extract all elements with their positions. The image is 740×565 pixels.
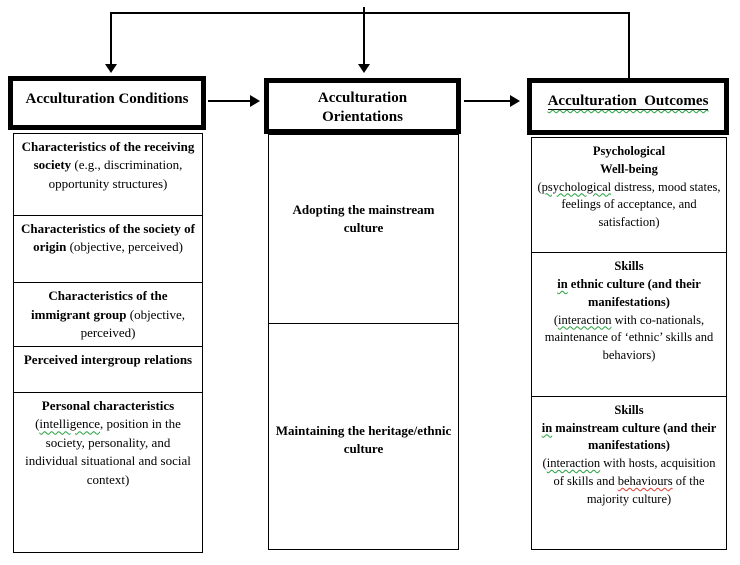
text-segment: intelligence xyxy=(39,416,101,432)
cell-receiving-society: Characteristics of the receiving society… xyxy=(14,134,202,216)
text-segment: Characteristics of the receiving society xyxy=(21,139,195,173)
cell-immigrant-group: Characteristics of the immigrant group (… xyxy=(14,283,202,347)
text-segment: (objective, perceived) xyxy=(66,239,183,255)
text-segment: interaction xyxy=(558,312,612,327)
text-segment: with co-nationals, maintenance of ‘ethni… xyxy=(544,312,714,363)
cell-skills-ethnic-culture: Skills in ethnic culture (and their manif… xyxy=(532,253,726,397)
text-segment: ethnic culture (and their manifestations… xyxy=(567,277,701,309)
arrowhead-down-middle-icon xyxy=(358,64,370,73)
connector-right-vertical-line xyxy=(628,12,630,78)
text-segment: Orientations xyxy=(322,108,403,125)
text-segment: (e.g., discrimination, opportunity struc… xyxy=(48,157,183,191)
column-conditions-body: Characteristics of the receiving society… xyxy=(13,133,203,553)
arrowhead-right-2-icon xyxy=(510,95,520,107)
arrowhead-right-1-icon xyxy=(250,95,260,107)
text-segment: ( xyxy=(537,179,542,194)
text-segment: Maintaining the heritage/ethnic culture xyxy=(275,423,452,457)
cell-society-of-origin: Characteristics of the society of origin… xyxy=(14,216,202,284)
text-segment: Characteristics of the society of origin xyxy=(21,220,195,255)
text-segment: Skills xyxy=(614,402,644,417)
text-segment: interaction xyxy=(546,456,601,470)
text-segment: Acculturation Conditions xyxy=(25,91,189,107)
header-box-acculturation-conditions: Acculturation Conditions xyxy=(8,76,206,130)
cell-adopting-mainstream: Adopting the mainstream culture xyxy=(269,135,458,325)
text-segment: Acculturation xyxy=(317,90,408,106)
text-segment: Skills xyxy=(614,259,644,274)
connector-left-vertical-line xyxy=(110,12,112,65)
header-title-conditions: Acculturation Conditions xyxy=(13,90,201,109)
text-segment: , position in the society, personality, … xyxy=(25,416,191,487)
connector-top-horizontal-line xyxy=(110,12,630,14)
cell-skills-mainstream-culture: Skills in mainstream culture (and their m… xyxy=(532,397,726,549)
cell-intergroup-relations: Perceived intergroup relations xyxy=(14,347,202,393)
header-title-outcomes: Acculturation Outcomes xyxy=(532,92,724,111)
text-segment: Perceived intergroup relations xyxy=(23,352,193,367)
text-segment: Well-being xyxy=(600,161,658,176)
text-segment: with hosts, acquisition of skills and xyxy=(553,456,716,488)
column-orientations-body: Adopting the mainstream culture Maintain… xyxy=(268,134,459,550)
connector-middle-vertical-line xyxy=(363,12,365,65)
text-segment: distress, mood states, feelings of accep… xyxy=(561,179,721,230)
arrowhead-down-left-icon xyxy=(105,64,117,73)
text-segment: Adopting the mainstream culture xyxy=(292,202,435,236)
text-segment: ( xyxy=(35,416,40,432)
header-box-acculturation-outcomes: Acculturation Outcomes xyxy=(527,78,729,135)
cell-maintaining-heritage: Maintaining the heritage/ethnic culture xyxy=(269,324,458,549)
text-segment: ( xyxy=(553,312,558,327)
text-segment: in xyxy=(541,420,553,435)
text-segment: of the majority culture) xyxy=(586,473,705,506)
text-segment: ( xyxy=(542,456,547,470)
text-segment: mainstream culture (and their manifestat… xyxy=(552,420,717,453)
arrow-orientations-to-outcomes-line xyxy=(464,100,512,102)
cell-personal-characteristics: Personal characteristics(intelligence, p… xyxy=(14,393,202,552)
arrow-conditions-to-orientations-line xyxy=(208,100,252,102)
text-segment: in xyxy=(557,277,568,292)
text-segment: Acculturation Outcomes xyxy=(547,93,709,110)
text-segment: (objective, perceived) xyxy=(80,306,185,341)
connector-top-stub-line xyxy=(363,7,365,13)
text-segment: behaviours xyxy=(617,473,673,488)
text-segment: Personal characteristics xyxy=(41,397,175,413)
text-segment: Characteristics of the immigrant group xyxy=(31,288,168,322)
text-segment: Psychological xyxy=(592,144,666,158)
text-segment: psychological xyxy=(541,179,612,194)
